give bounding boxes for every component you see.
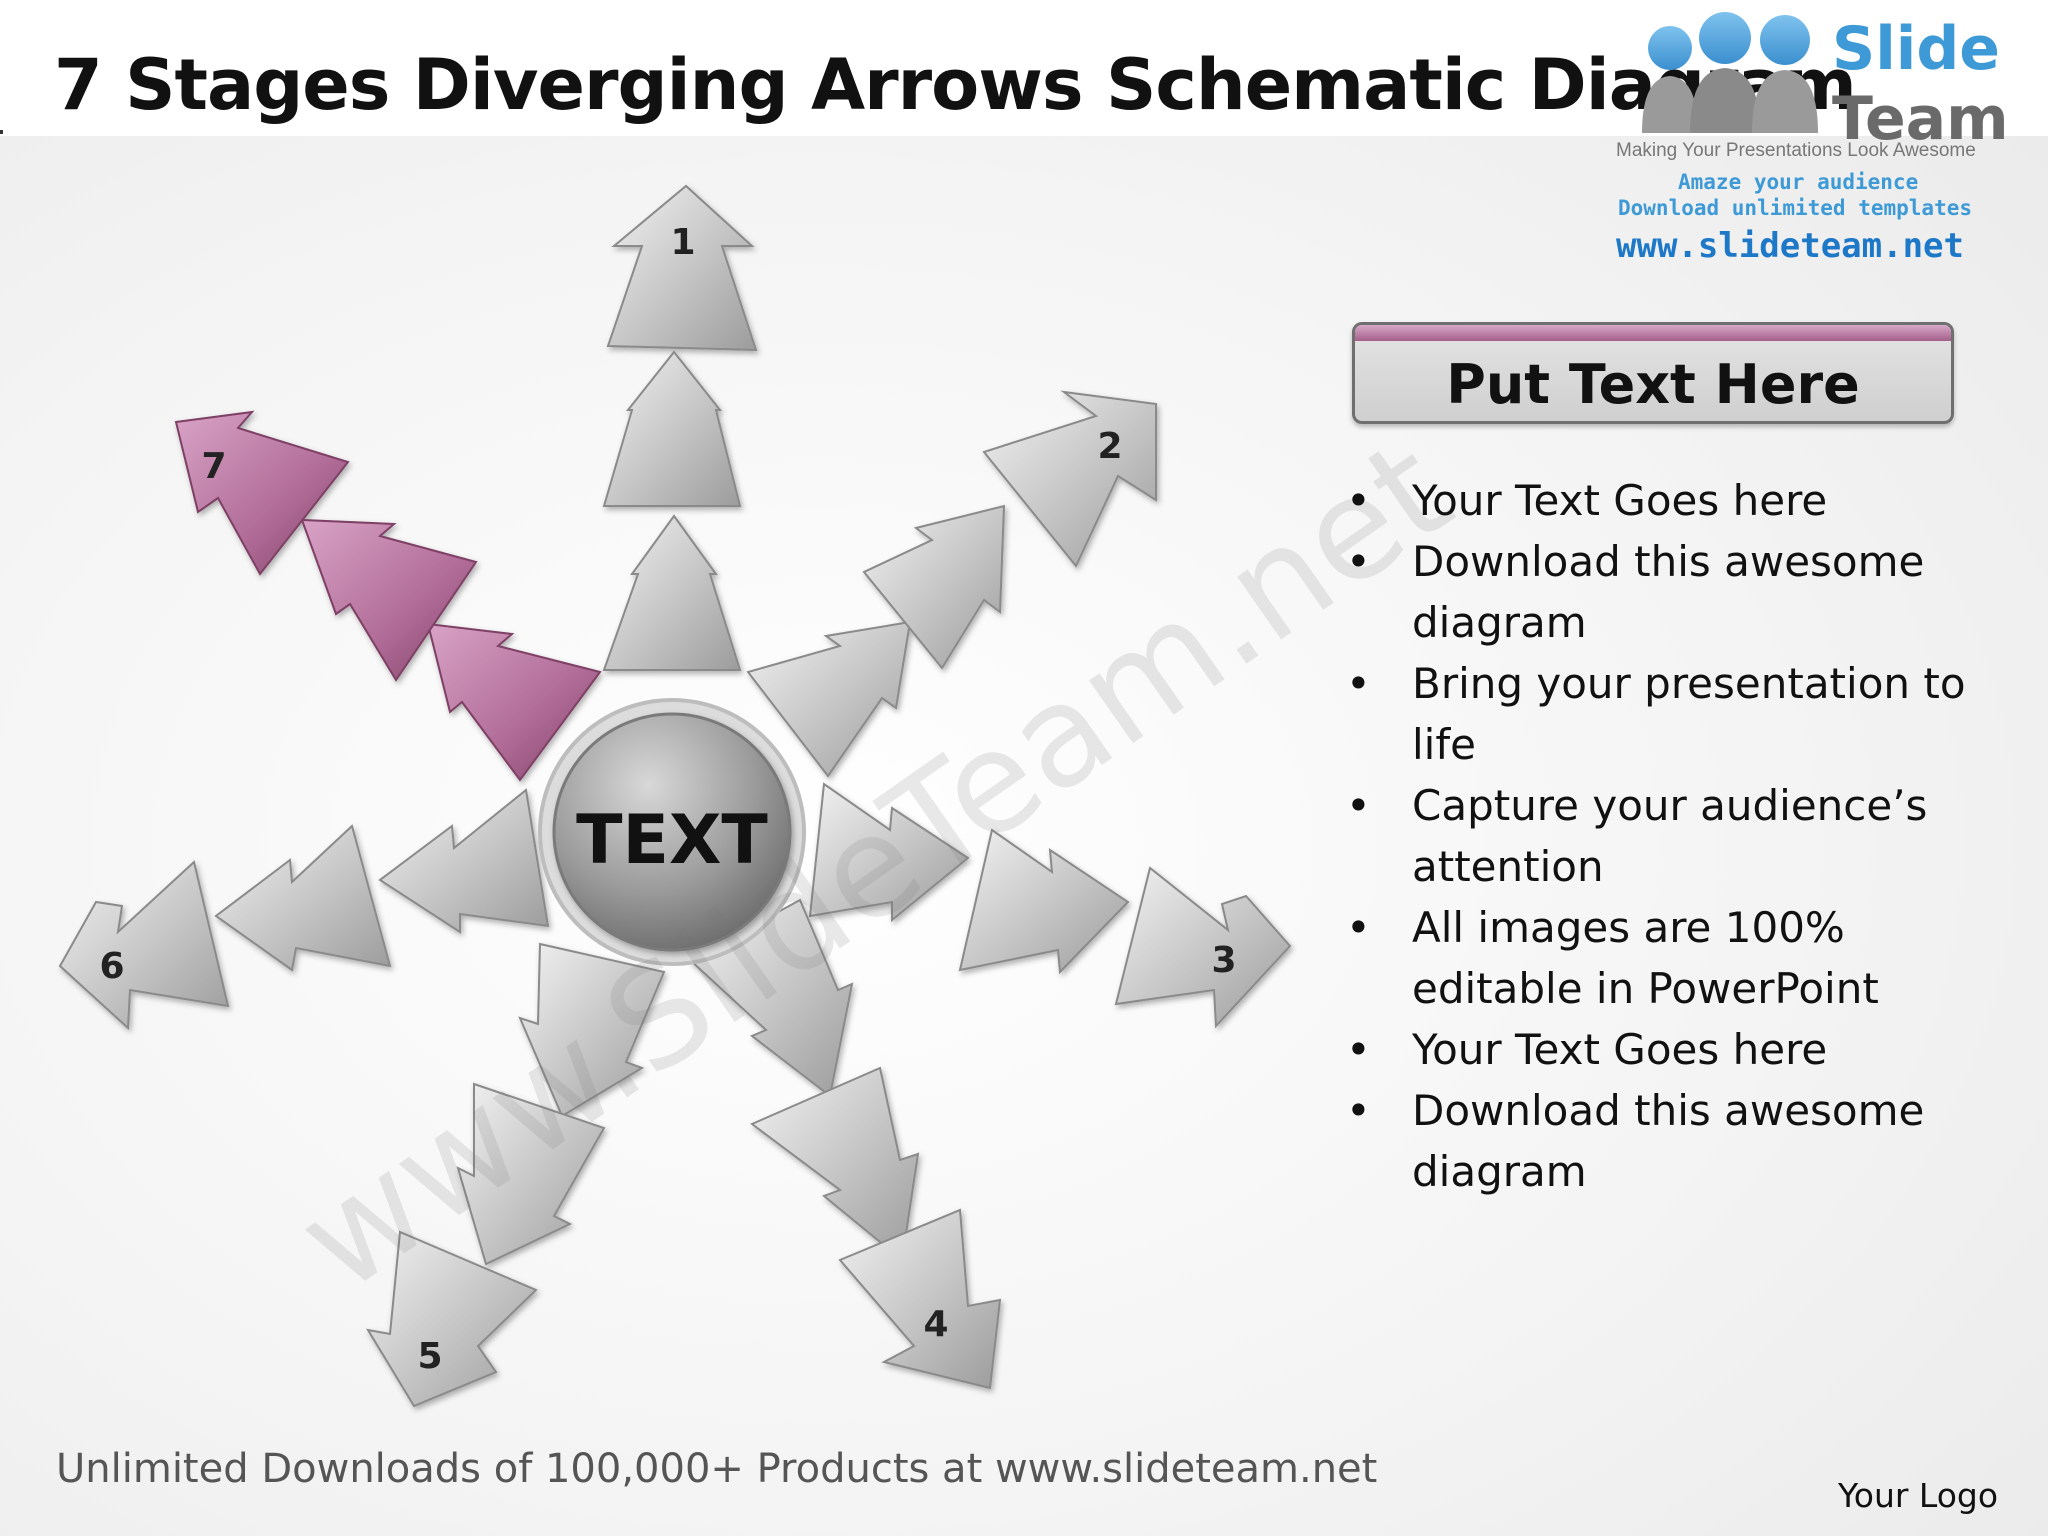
bullet-item: Capture your audience’s attention (1346, 775, 1986, 897)
stage-6-arrow[interactable] (58, 788, 550, 1031)
bullet-item: All images are 100% editable in PowerPoi… (1346, 897, 1986, 1019)
stage-5-segment-3 (365, 1230, 538, 1408)
logo-tagline: Making Your Presentations Look Awesome (1616, 140, 1976, 161)
stage-5-arrow[interactable] (365, 942, 666, 1408)
bullet-item: Your Text Goes here (1346, 1019, 1986, 1080)
stage-4-segment-3 (838, 1208, 1002, 1390)
stage-2-segment-1 (746, 620, 912, 778)
stage-7-arrow[interactable] (174, 410, 602, 782)
stage-7-segment-2 (300, 518, 478, 682)
bullet-item: Download this awesome diagram (1346, 531, 1986, 653)
footer-text: Unlimited Downloads of 100,000+ Products… (56, 1446, 1378, 1492)
stage-2-arrow[interactable] (746, 390, 1157, 778)
bullet-list: Your Text Goes here Download this awesom… (1346, 470, 1986, 1202)
stage-3-number: 3 (1211, 940, 1236, 981)
stage-7-segment-3 (174, 410, 350, 576)
people-logo-icon (1642, 12, 1818, 133)
stage-1-arrow[interactable] (602, 184, 758, 671)
your-logo-placeholder: Your Logo (1838, 1476, 1999, 1515)
stage-3-segment-1 (808, 782, 970, 923)
page-title: 7 Stages Diverging Arrows Schematic Diag… (54, 44, 1857, 126)
stage-2-number: 2 (1097, 426, 1122, 467)
panel-header-accent (1355, 325, 1951, 341)
stage-4-arrow[interactable] (688, 898, 1002, 1390)
stage-6-segment-3 (58, 860, 230, 1031)
hub-label: TEXT (576, 801, 768, 880)
stage-7-segment-1 (426, 622, 602, 782)
panel-header[interactable]: Put Text Here (1352, 322, 1954, 424)
stage-5-number: 5 (417, 1336, 442, 1377)
logo-promo-line-1: Amaze your audience (1678, 170, 1919, 194)
stage-2-segment-3 (982, 390, 1157, 568)
slide-edge-mark (0, 130, 3, 134)
slideteam-logo[interactable]: Slide Team Making Your Presentations Loo… (1610, 8, 2040, 268)
stage-5-segment-1 (518, 942, 666, 1118)
logo-brand-slide: Slide (1832, 14, 2000, 84)
stage-1-segment-1 (602, 514, 742, 671)
stage-3-arrow[interactable] (808, 782, 1292, 1029)
stage-1-segment-2 (602, 350, 742, 507)
bullet-item: Download this awesome diagram (1346, 1080, 1986, 1202)
center-hub[interactable]: TEXT (538, 698, 806, 966)
logo-promo-line-2: Download unlimited templates (1618, 196, 1973, 220)
logo-brand-team: Team (1832, 84, 2009, 154)
stage-4-segment-2 (750, 1066, 920, 1262)
logo-url-link[interactable]: www.slideteam.net (1616, 226, 1964, 266)
stage-2-segment-2 (862, 504, 1006, 670)
stage-7-number: 7 (201, 446, 226, 487)
stage-6-segment-2 (214, 824, 392, 972)
bullet-item: Bring your presentation to life (1346, 653, 1986, 775)
stage-1-number: 1 (670, 222, 695, 263)
panel-header-label: Put Text Here (1446, 353, 1860, 416)
stage-5-segment-2 (456, 1082, 606, 1266)
stage-3-segment-2 (958, 828, 1130, 975)
stage-6-number: 6 (99, 946, 124, 987)
bullet-item: Your Text Goes here (1346, 470, 1986, 531)
stage-6-segment-1 (378, 788, 550, 934)
stage-4-number: 4 (923, 1304, 948, 1345)
stage-1-segment-3 (606, 184, 758, 352)
diverging-arrows-diagram: 1 2 3 4 5 6 7 TEX (58, 184, 1292, 1408)
stage-3-segment-3 (1114, 866, 1292, 1029)
